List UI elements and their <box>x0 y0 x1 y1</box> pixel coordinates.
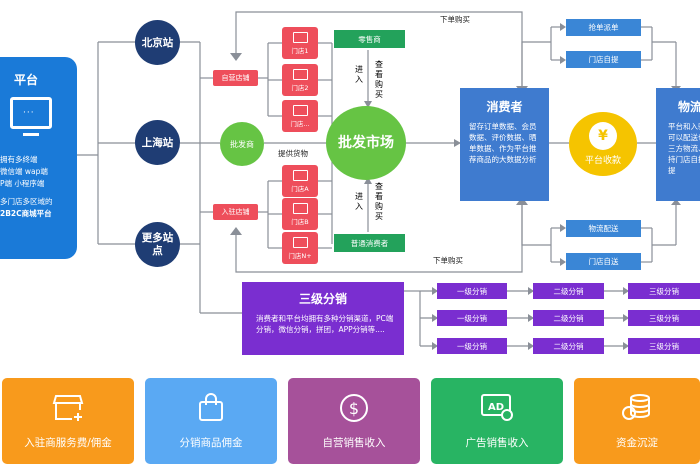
ad-icon: AD <box>481 394 513 421</box>
revenue-label: 入驻商服务费/佣金 <box>24 437 112 449</box>
svg-text:$: $ <box>349 399 359 418</box>
level1-row1: 一级分销 <box>437 283 507 299</box>
store-pickup-button: 门店自提 <box>566 51 641 68</box>
store-more: 门店... <box>282 100 318 132</box>
svg-text:AD: AD <box>488 402 504 413</box>
store-delivery-button: 门店自送 <box>566 253 641 270</box>
city-beijing: 北京站 <box>135 20 180 65</box>
store-icon <box>292 104 308 116</box>
distribution-title: 三级分销 <box>298 292 347 306</box>
city-shanghai: 上海站 <box>135 120 180 165</box>
level1-row3: 一级分销 <box>437 338 507 354</box>
level3-row1: 三级分销 <box>628 283 700 299</box>
store-label: 门店1 <box>291 46 309 55</box>
payment-label: 平台收款 <box>584 156 621 166</box>
order-buy-bottom-text: 下单购买 <box>433 256 463 265</box>
platform-line-5: 2B2C商城平台 <box>0 209 52 218</box>
supply-text: 提供货物 <box>278 149 308 158</box>
store-label: 门店B <box>291 217 309 226</box>
logistics-delivery-button: 物流配送 <box>566 220 641 237</box>
revenue-card-service-fee: 入驻商服务费/佣金 <box>2 378 134 464</box>
coins-icon <box>622 394 650 420</box>
revenue-label: 自营销售收入 <box>322 437 386 449</box>
bag-icon <box>199 393 223 421</box>
revenue-label: 广告销售收入 <box>465 437 529 449</box>
store-label: 门店2 <box>291 83 309 92</box>
self-store-label: 自营店铺 <box>213 70 258 86</box>
platform-line-1: 拥有多终端 <box>0 155 38 164</box>
revenue-card-funds: 资金沉淀 <box>574 378 700 464</box>
distribution-panel: 三级分销 消费者和平台均拥有多种分销渠道，PC端分销，微信分销，拼团，APP分销… <box>242 282 404 355</box>
logistics-title: 物流 <box>678 100 700 114</box>
enter-top-text: 进入 <box>355 65 363 84</box>
store-icon <box>292 68 308 80</box>
shop-icon <box>52 395 84 421</box>
level2-row1: 二级分销 <box>533 283 604 299</box>
dollar-icon: $ <box>340 394 368 422</box>
logistics-panel: 物流 平台和入驻商可以配送也可三方物流、支持门店自提自提 <box>656 88 700 201</box>
level1-row2: 一级分销 <box>437 310 507 326</box>
wholesaler-node: 批发商 <box>220 122 264 166</box>
city-more: 更多站点 <box>135 222 180 267</box>
store-2: 门店2 <box>282 64 318 96</box>
store-icon <box>292 236 308 248</box>
platform-payment-node: ¥ 平台收款 <box>569 112 637 176</box>
level2-row2: 二级分销 <box>533 310 604 326</box>
level3-row2: 三级分销 <box>628 310 700 326</box>
consumer-title: 消费者 <box>486 100 523 114</box>
platform-line-2: 微信端 wap端 <box>0 167 48 176</box>
consumer-desc: 留存订单数据、会员数据、评价数据、晒单数据、作为平台推荐商品的大数据分析 <box>469 122 537 164</box>
revenue-card-ad: AD 广告销售收入 <box>431 378 563 464</box>
retailer-node: 零售商 <box>334 30 405 48</box>
platform-title: 平台 <box>14 73 39 87</box>
platform-panel: 平台 ··· 拥有多终端 微信端 wap端 P端 小程序端 多门店多区域的 2B… <box>0 57 77 259</box>
order-buy-top-text: 下单购买 <box>440 15 470 24</box>
revenue-label: 分销商品佣金 <box>179 437 243 449</box>
platform-line-4: 多门店多区域的 <box>0 197 53 206</box>
store-n: 门店N+ <box>282 232 318 264</box>
revenue-card-distribution: 分销商品佣金 <box>145 378 277 464</box>
revenue-card-self-sales: $ 自营销售收入 <box>288 378 420 464</box>
store-b: 门店B <box>282 198 318 230</box>
wholesale-market-node: 批发市场 <box>326 106 406 180</box>
revenue-label: 资金沉淀 <box>616 437 658 449</box>
monitor-icon: ··· <box>10 97 52 136</box>
level2-row3: 二级分销 <box>533 338 604 354</box>
join-store-label: 入驻店铺 <box>213 204 258 220</box>
store-icon <box>292 202 308 214</box>
view-buy-bottom-text: 查看购买 <box>375 182 383 221</box>
store-1: 门店1 <box>282 27 318 59</box>
grab-order-button: 抢单派单 <box>566 19 641 36</box>
store-a: 门店A <box>282 165 318 197</box>
consumer-panel: 消费者 留存订单数据、会员数据、评价数据、晒单数据、作为平台推荐商品的大数据分析 <box>460 88 549 201</box>
logistics-desc: 平台和入驻商可以配送也可三方物流、支持门店自提自提 <box>668 122 700 175</box>
store-icon <box>292 31 308 43</box>
store-label: 门店... <box>290 119 310 128</box>
normal-consumer-node: 普通消费者 <box>334 234 405 252</box>
level3-row3: 三级分销 <box>628 338 700 354</box>
view-buy-top-text: 查看购买 <box>375 60 383 99</box>
store-icon <box>292 169 308 181</box>
distribution-desc: 消费者和平台均拥有多种分销渠道，PC端分销，微信分销，拼团，APP分销等.... <box>256 314 394 334</box>
platform-line-3: P端 小程序端 <box>0 179 45 188</box>
store-label: 门店A <box>291 184 309 193</box>
yuan-coin-icon: ¥ <box>589 122 617 150</box>
store-label: 门店N+ <box>288 251 312 260</box>
enter-bottom-text: 进入 <box>355 192 363 211</box>
